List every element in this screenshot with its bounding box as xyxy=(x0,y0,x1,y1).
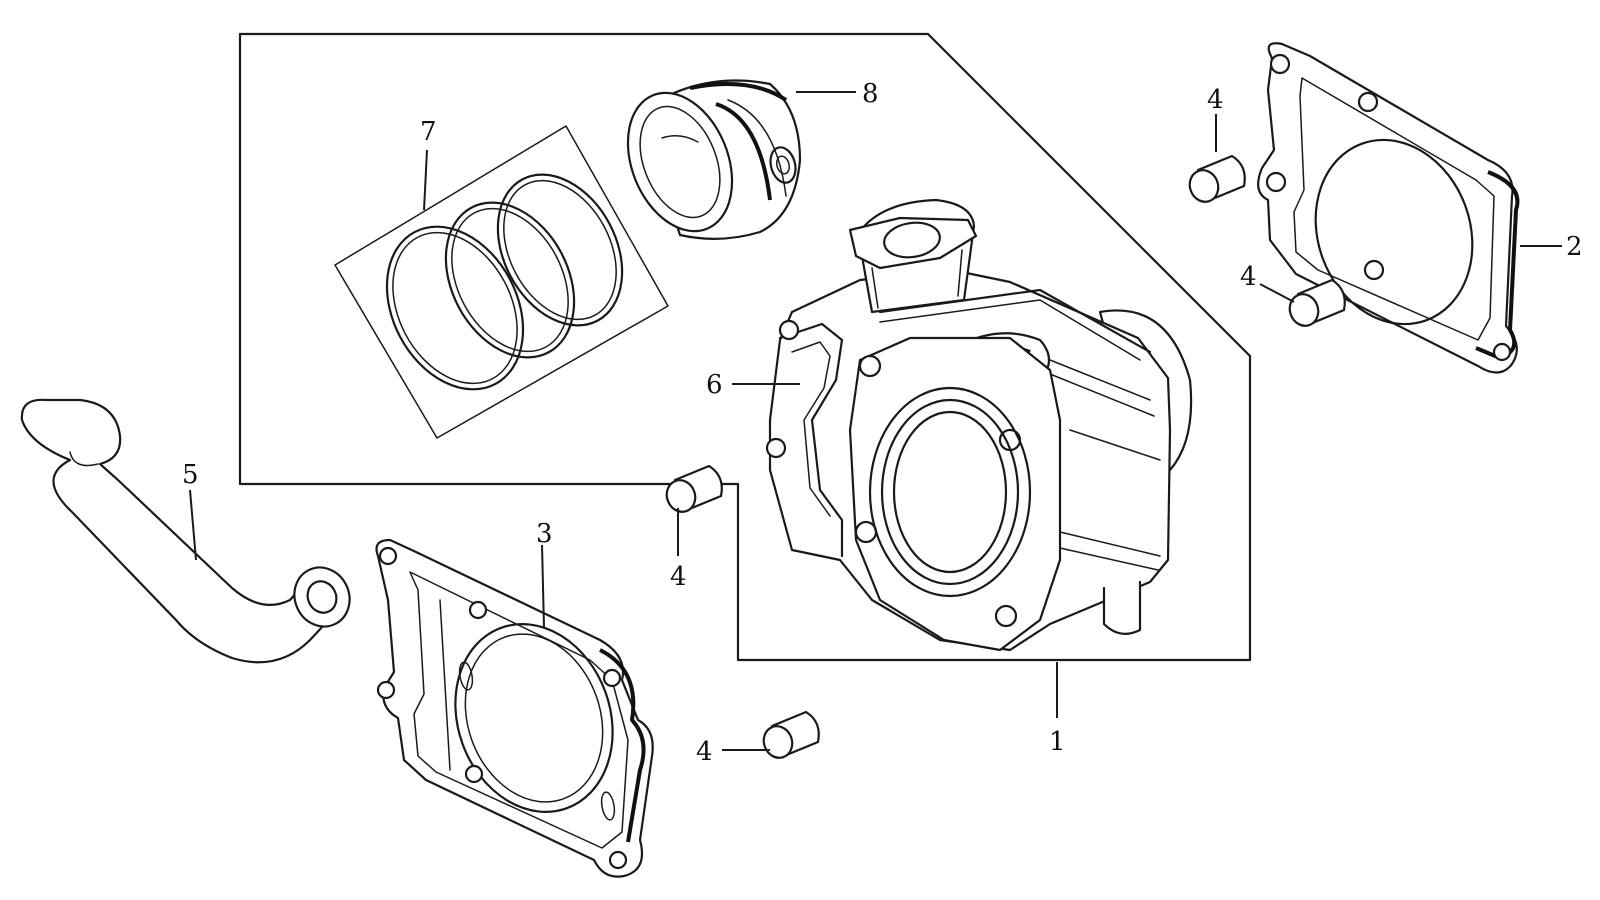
dowel-pin xyxy=(762,710,820,759)
callout-8: 8 xyxy=(862,79,879,109)
callout-5: 5 xyxy=(182,460,199,490)
gasket-top xyxy=(1257,42,1520,374)
callout-3: 3 xyxy=(536,519,553,549)
leader-line-4b xyxy=(1259,283,1295,303)
callout-7: 7 xyxy=(420,117,437,147)
oil-pipe xyxy=(20,398,351,664)
callout-4c: 4 xyxy=(670,562,687,592)
leader-line-7 xyxy=(423,149,428,211)
callout-1: 1 xyxy=(1049,727,1066,757)
callout-2: 2 xyxy=(1566,232,1583,262)
leader-line-5 xyxy=(189,489,197,561)
callout-4b: 4 xyxy=(1240,262,1257,292)
dowel-pin xyxy=(1188,154,1246,203)
callout-6: 6 xyxy=(706,370,723,400)
callout-4a: 4 xyxy=(1207,85,1224,115)
callout-4d: 4 xyxy=(696,737,713,767)
cylinder-block xyxy=(765,198,1193,652)
gasket-bottom xyxy=(375,538,654,878)
piston-ring-set xyxy=(334,125,669,439)
dowel-pin xyxy=(665,464,723,513)
piston xyxy=(626,79,802,240)
assembly-boundary xyxy=(238,32,1252,662)
dowel-pin xyxy=(1288,278,1346,327)
leader-line-3 xyxy=(541,544,545,629)
